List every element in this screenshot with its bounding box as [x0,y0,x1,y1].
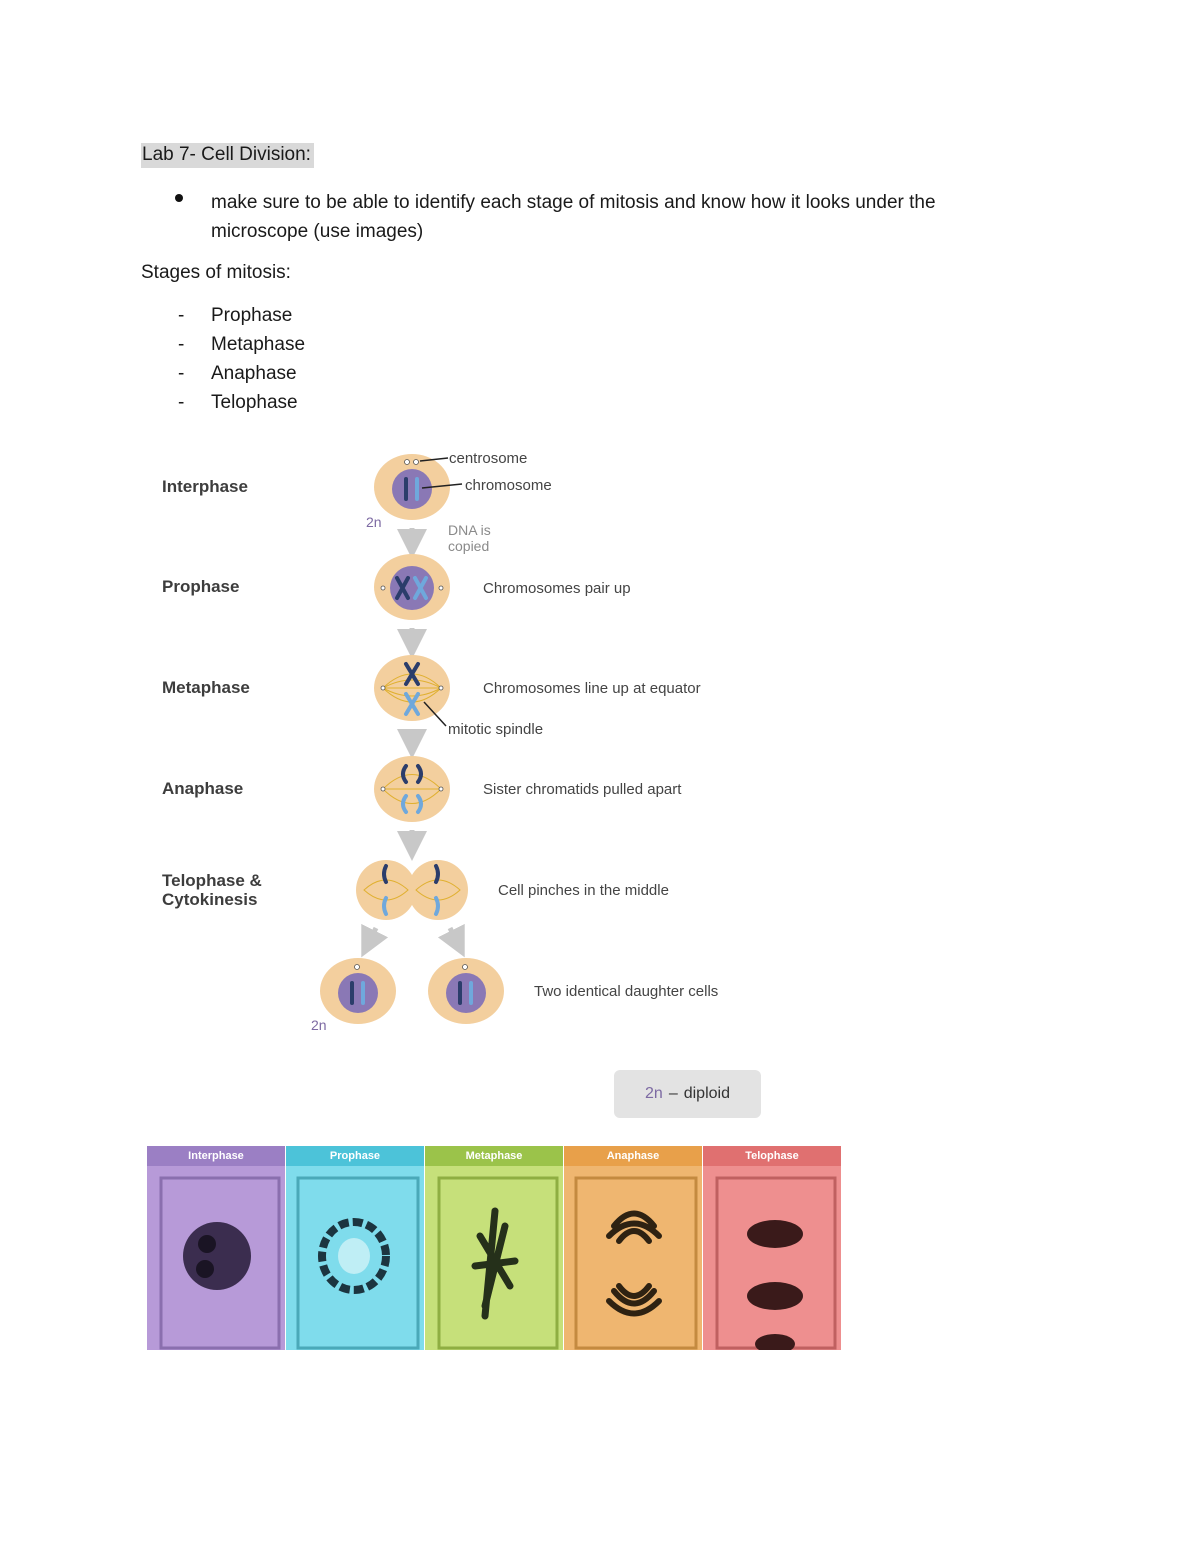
ploidy-legend: 2n–diploid [614,1070,761,1118]
metaphase-cell [374,655,450,727]
callout-centrosome: centrosome [449,450,528,467]
callout-chromosome: chromosome [465,477,552,494]
telophase-cell [356,860,468,920]
legend-meaning: diploid [683,1085,730,1102]
interphase-cell [374,454,463,520]
legend-dash: – [668,1085,678,1102]
desc-metaphase: Chromosomes line up at equator [483,680,701,697]
desc-anaphase: Sister chromatids pulled apart [483,781,682,798]
stage-list-item: - Telophase [178,391,298,415]
micrograph-strip: Interphase Prophase Metaphase Anaphase [147,1146,841,1350]
dash-marker: - [178,363,185,384]
label-metaphase: Metaphase [162,678,250,697]
label-anaphase: Anaphase [162,779,244,798]
micrograph-label: Prophase [286,1146,424,1166]
label-telophase: Telophase & Cytokinesis [162,871,262,909]
micrograph-label: Telophase [703,1146,841,1166]
label-prophase: Prophase [162,577,240,596]
bullet-icon [175,194,183,202]
bullet-text: make sure to be able to identify each st… [211,192,936,242]
dna-copied-note: DNA is copied [448,522,491,554]
stage-name: Prophase [211,305,293,326]
ploidy-label: 2n [366,514,382,530]
page-heading: Lab 7- Cell Division: [141,143,314,168]
ploidy-label-bottom: 2n [311,1017,327,1033]
micrograph-label: Interphase [147,1146,285,1166]
dash-marker: - [178,305,185,326]
stage-name: Metaphase [211,334,306,355]
desc-prophase: Chromosomes pair up [483,580,631,597]
anaphase-cell [374,756,450,822]
stage-name: Anaphase [211,363,297,384]
telophase-micrograph-image [703,1166,841,1350]
callout-mitotic-spindle: mitotic spindle [448,721,544,738]
metaphase-micrograph-image [425,1166,563,1350]
micrograph-metaphase: Metaphase [425,1146,564,1350]
stage-name: Telophase [211,392,298,413]
desc-telophase: Cell pinches in the middle [498,882,669,899]
stages-title: Stages of mitosis: [141,262,291,283]
stage-list-item: - Prophase [178,304,292,328]
dash-marker: - [178,334,185,355]
mitosis-diagram [320,454,504,1024]
legend-symbol: 2n [645,1085,663,1102]
label-interphase: Interphase [162,477,248,496]
micrograph-prophase: Prophase [286,1146,425,1350]
micrograph-label: Metaphase [425,1146,563,1166]
micrograph-label: Anaphase [564,1146,702,1166]
prophase-micrograph-image [286,1166,424,1350]
anaphase-micrograph-image [564,1166,702,1350]
dash-marker: - [178,392,185,413]
micrograph-anaphase: Anaphase [564,1146,703,1350]
stage-list-item: - Anaphase [178,362,297,386]
micrograph-interphase: Interphase [147,1146,286,1350]
daughter-cell-right [428,958,504,1024]
prophase-cell [374,554,450,620]
desc-daughters: Two identical daughter cells [534,983,719,1000]
daughter-cell-left [320,958,396,1024]
interphase-micrograph-image [147,1166,285,1350]
micrograph-telophase: Telophase [703,1146,841,1350]
stage-list-item: - Metaphase [178,333,305,357]
